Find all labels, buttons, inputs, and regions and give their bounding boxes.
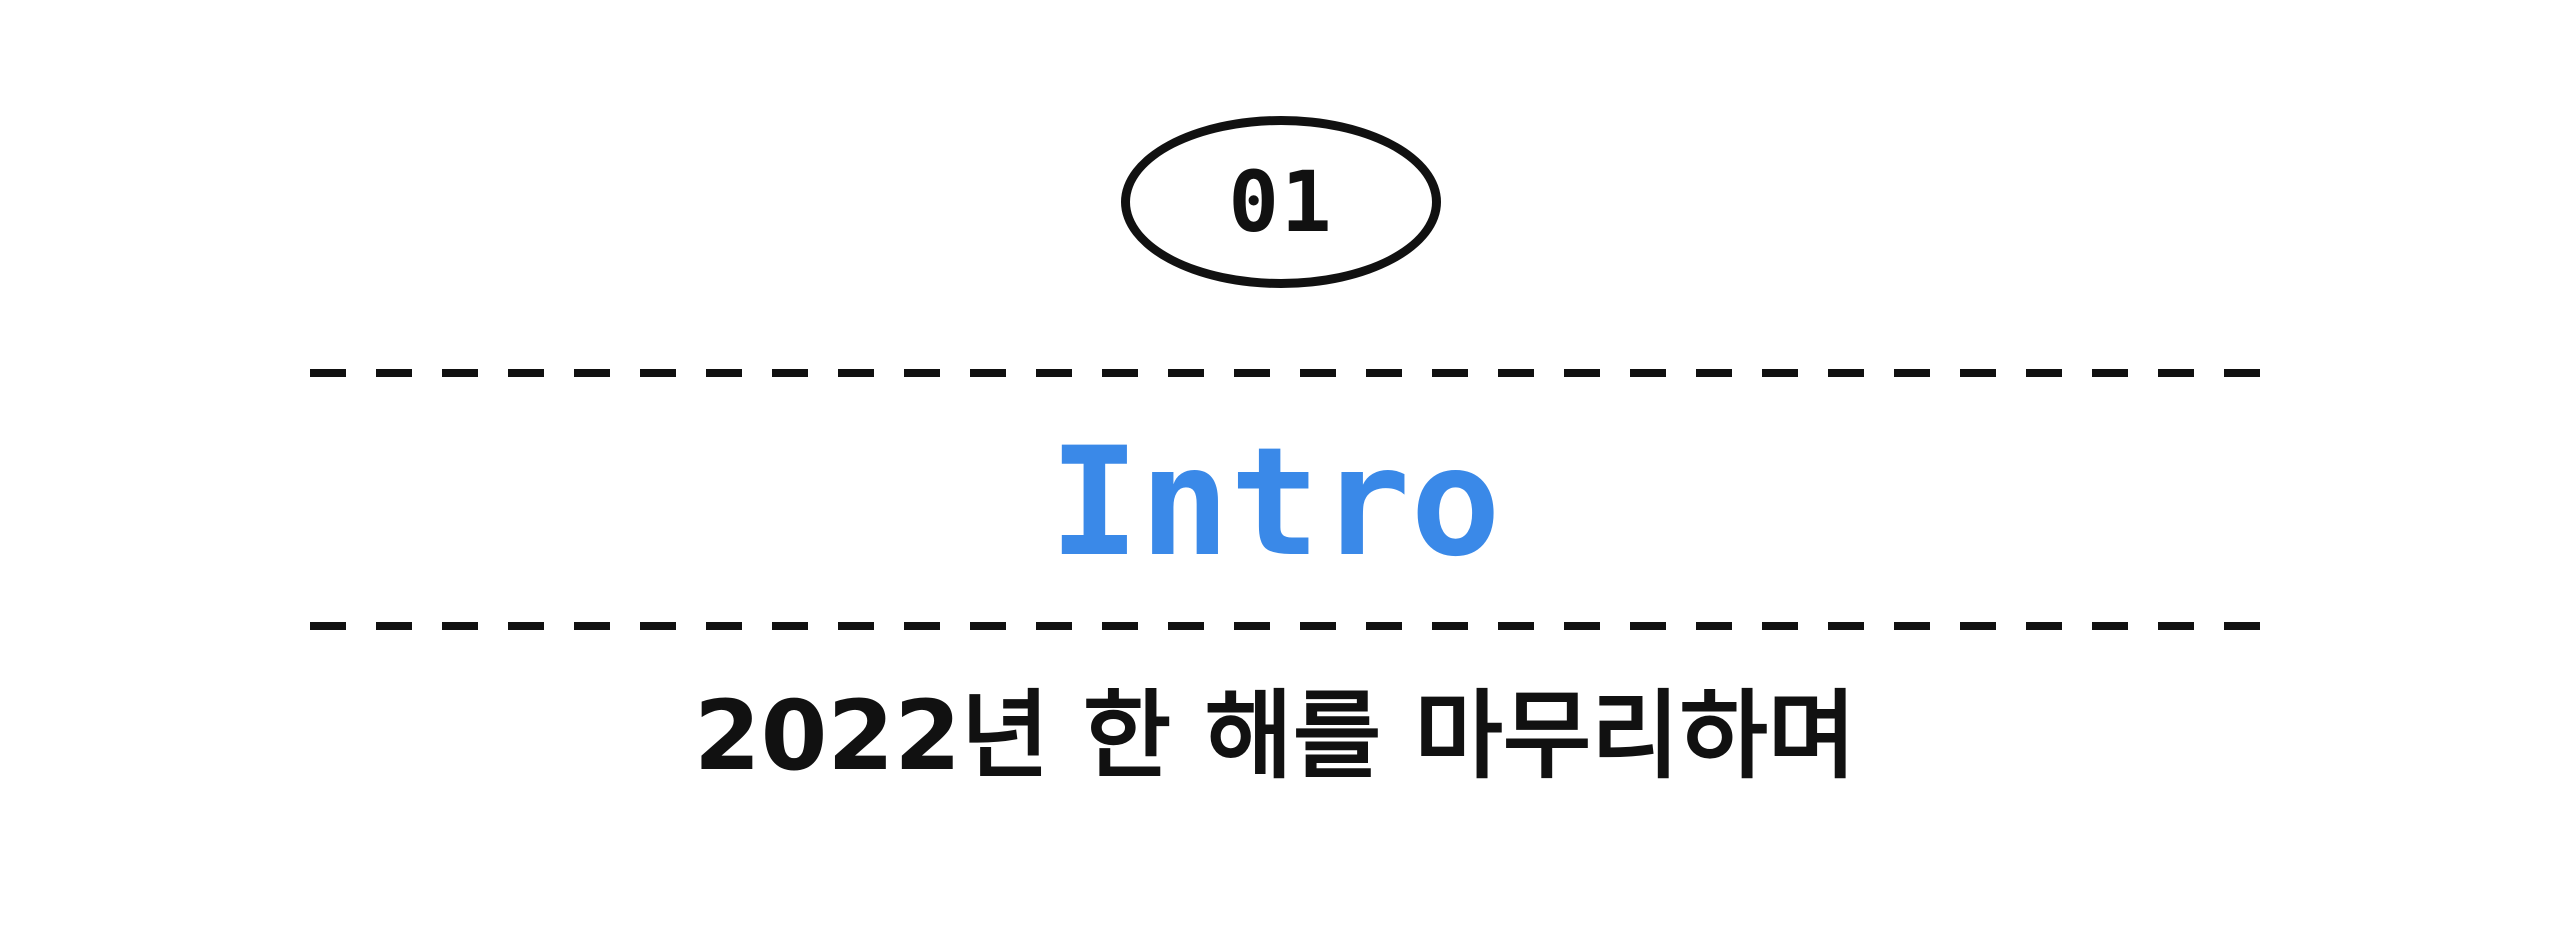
section-number-badge: 01 bbox=[1121, 116, 1441, 288]
bottom-dashed-divider bbox=[310, 622, 2260, 630]
section-subtitle: 2022년 한 해를 마무리하며 bbox=[693, 680, 1857, 792]
section-title: Intro bbox=[1049, 416, 1501, 590]
top-dashed-divider bbox=[310, 369, 2260, 377]
section-number: 01 bbox=[1228, 153, 1334, 251]
